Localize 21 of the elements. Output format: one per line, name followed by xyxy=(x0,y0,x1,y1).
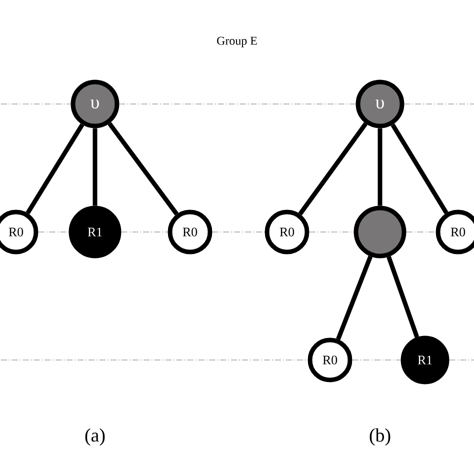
edge xyxy=(336,256,373,340)
empty-node xyxy=(354,206,406,258)
panel-label: (b) xyxy=(370,428,390,446)
panel-label: (a) xyxy=(85,428,105,446)
tree-node: R0 xyxy=(0,210,38,254)
title: Group E xyxy=(217,36,257,48)
tree-node: R0 xyxy=(308,338,352,382)
tree-node: υ xyxy=(356,80,404,128)
tree-node: R1 xyxy=(400,336,450,384)
edge xyxy=(378,128,382,206)
tree-node: R0 xyxy=(264,210,310,254)
edge xyxy=(92,128,98,206)
edge xyxy=(390,124,448,214)
edge xyxy=(298,122,368,216)
tree-node: R1 xyxy=(68,206,122,258)
tree-node: υ xyxy=(70,80,120,128)
edge xyxy=(108,122,179,216)
edge xyxy=(386,256,420,338)
tree-node: R0 xyxy=(436,210,474,254)
edge xyxy=(26,123,84,214)
tree-node: R0 xyxy=(168,210,212,254)
